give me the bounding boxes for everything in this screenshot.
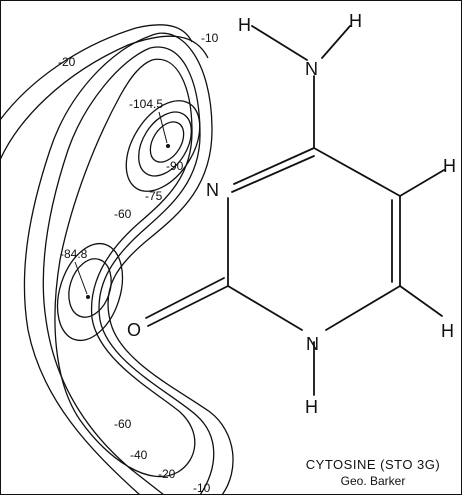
bond-c5-h	[399, 169, 445, 197]
label-minus-75: -75	[145, 189, 163, 203]
contour-minus-84-inner	[68, 258, 112, 318]
contour-minus-75-bottom	[56, 242, 124, 342]
atom-o-carbonyl: O	[127, 320, 141, 340]
minimum-point-top	[166, 144, 170, 148]
label-minus-104-5: -104.5	[129, 97, 163, 111]
contour-minus-60	[54, 58, 196, 478]
contour-outer-arc-a	[0, 35, 209, 161]
bond-h-n-left	[251, 25, 308, 61]
atom-h-c6: H	[441, 321, 454, 341]
bond-c2-o-b	[145, 277, 225, 319]
atom-n-amino: N	[305, 59, 318, 79]
contour-minus-40-left	[42, 47, 165, 495]
contour-map: -10 -20 -104.5 -90 -75 -60 -84.8 -60 -40…	[0, 24, 234, 495]
bond-n1-c2	[227, 285, 303, 331]
bond-h-n-right	[321, 25, 351, 59]
minimum-point-bottom	[86, 295, 90, 299]
contour-minus-75	[125, 100, 201, 192]
leader-line-bottom	[74, 261, 88, 295]
contour-outer-arc-b	[0, 24, 193, 121]
bond-n3-c4-b	[231, 155, 315, 193]
label-minus-60-top: -60	[114, 207, 132, 221]
atom-h-amino-left: H	[238, 15, 251, 35]
atom-n-h: N	[306, 334, 319, 354]
label-minus-60-bottom: -60	[114, 417, 132, 431]
atom-h-amino-right: H	[349, 11, 362, 31]
contour-minus-20-left	[23, 35, 151, 495]
caption-author: Geo. Barker	[341, 474, 406, 488]
atom-n-ring: N	[206, 180, 219, 200]
label-minus-10-bottom: -10	[193, 481, 211, 495]
label-minus-20-top: -20	[58, 55, 76, 69]
label-minus-20-bottom: -20	[158, 467, 176, 481]
bond-c2-o-a	[147, 285, 229, 327]
label-minus-84-8: -84.8	[60, 247, 88, 261]
leader-line-top	[158, 111, 168, 144]
contour-minus-20	[107, 32, 234, 495]
atom-h-c5: H	[443, 156, 456, 176]
atom-h-n1: H	[305, 397, 318, 417]
bond-c6-h	[399, 285, 443, 317]
contour-minus-104-inner	[149, 121, 185, 163]
label-minus-10-top: -10	[201, 31, 219, 45]
label-minus-90: -90	[166, 159, 184, 173]
label-minus-40: -40	[130, 448, 148, 462]
contour-minus-90	[138, 111, 192, 177]
caption-title: CYTOSINE (STO 3G)	[306, 457, 440, 472]
bond-c4-c5	[313, 147, 401, 197]
cytosine-structure: H H N N H H O N H	[127, 11, 456, 417]
caption: CYTOSINE (STO 3G) Geo. Barker	[306, 457, 440, 488]
bond-c6-n1	[325, 285, 401, 331]
bond-n3-c4-a	[233, 147, 315, 185]
